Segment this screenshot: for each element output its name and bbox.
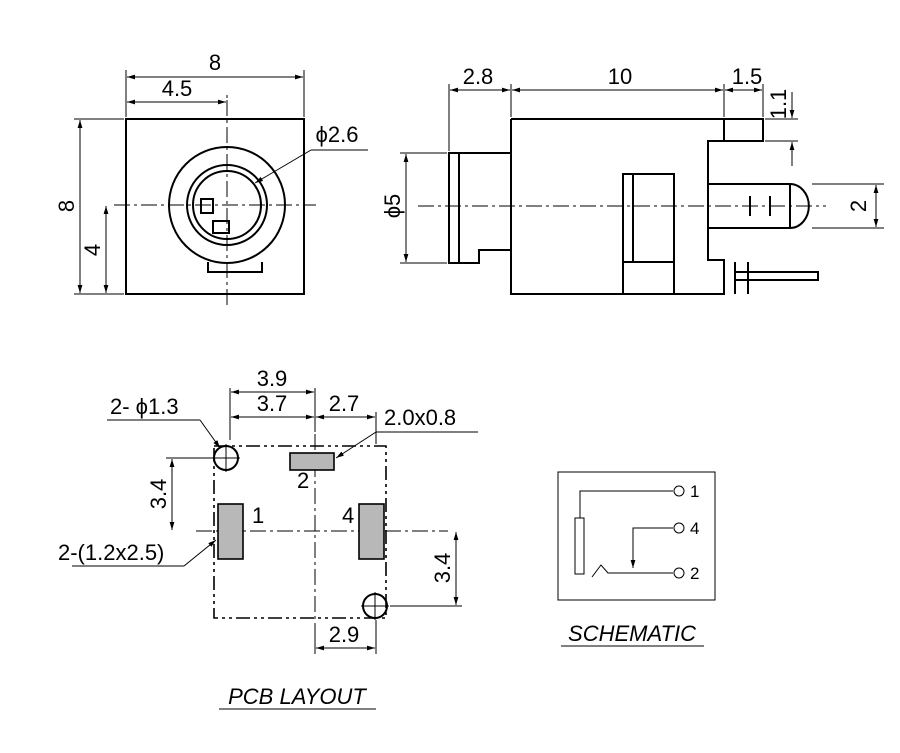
pad-1 — [217, 503, 244, 560]
outer-ring — [168, 146, 286, 264]
contact-left — [200, 198, 214, 214]
sleeve-bar — [574, 517, 585, 575]
terminal-1 — [673, 485, 685, 497]
dim-34-left: 3.4 — [146, 479, 171, 510]
dim-flange: 2.8 — [463, 64, 494, 89]
top-tab — [723, 118, 764, 142]
dim-29: 2.9 — [329, 622, 360, 647]
bottom-tab — [207, 262, 263, 273]
dim-body: 10 — [608, 64, 632, 89]
front-view: 8 4.5 ϕ2.6 8 4 — [54, 50, 368, 306]
dim-37: 3.7 — [257, 391, 288, 416]
dim-tail: 1.5 — [732, 64, 763, 89]
schematic: 1 4 2 SCHEMATIC — [557, 471, 716, 647]
latch-window — [622, 173, 675, 295]
schematic-frame — [557, 471, 716, 601]
dim-hole: ϕ2.6 — [316, 122, 359, 147]
pads-leader — [183, 539, 217, 567]
wire-2 — [591, 564, 673, 578]
pad-2 — [289, 452, 335, 471]
pad-label-2: 2 — [297, 468, 309, 493]
pad-label-1: 1 — [252, 503, 264, 528]
wire-1 — [579, 490, 673, 518]
side-view: 2.8 10 1.5 1.1 ϕ5 2 — [380, 64, 884, 295]
hole-leader — [254, 149, 312, 184]
bottom-terminal — [735, 271, 819, 281]
dim-pads-large: 2-(1.2x2.5) — [58, 540, 164, 565]
dim-39: 3.9 — [257, 366, 288, 391]
pin-2-label: 2 — [690, 564, 699, 583]
pad-4 — [358, 503, 385, 560]
dim-pin: 2 — [846, 200, 871, 212]
dim-pad-small: 2.0x0.8 — [384, 405, 456, 430]
pcb-layout-title: PCB LAYOUT — [228, 684, 367, 709]
pin-4-label: 4 — [690, 519, 699, 538]
pcb-layout: 1 4 2 3.9 3.7 2.7 2- ϕ1.3 2.0x0.8 3.4 2-… — [58, 366, 478, 710]
schematic-title: SCHEMATIC — [568, 621, 696, 646]
pin-1-label: 1 — [690, 482, 699, 501]
dim-holes: 2- ϕ1.3 — [110, 394, 179, 419]
dim-center-x: 4.5 — [162, 76, 193, 101]
terminal-4 — [673, 522, 685, 534]
dim-27: 2.7 — [329, 391, 360, 416]
footprint-outline — [213, 445, 387, 619]
front-body-outline — [125, 118, 305, 295]
terminal-2 — [673, 567, 685, 579]
dim-center-y: 4 — [80, 244, 105, 256]
pad-leader — [335, 431, 377, 459]
dim-tab: 1.1 — [766, 89, 791, 120]
dim-height: 8 — [54, 200, 79, 212]
hole-leader — [199, 419, 221, 449]
pad-label-4: 4 — [342, 503, 354, 528]
contact-bottom — [212, 220, 230, 234]
middle-ring — [186, 164, 268, 246]
dim-barrel: ϕ5 — [380, 194, 405, 219]
dim-34-right: 3.4 — [430, 553, 455, 584]
inner-hole — [192, 170, 262, 240]
wire-4 — [630, 527, 673, 568]
dim-width: 8 — [209, 50, 221, 75]
